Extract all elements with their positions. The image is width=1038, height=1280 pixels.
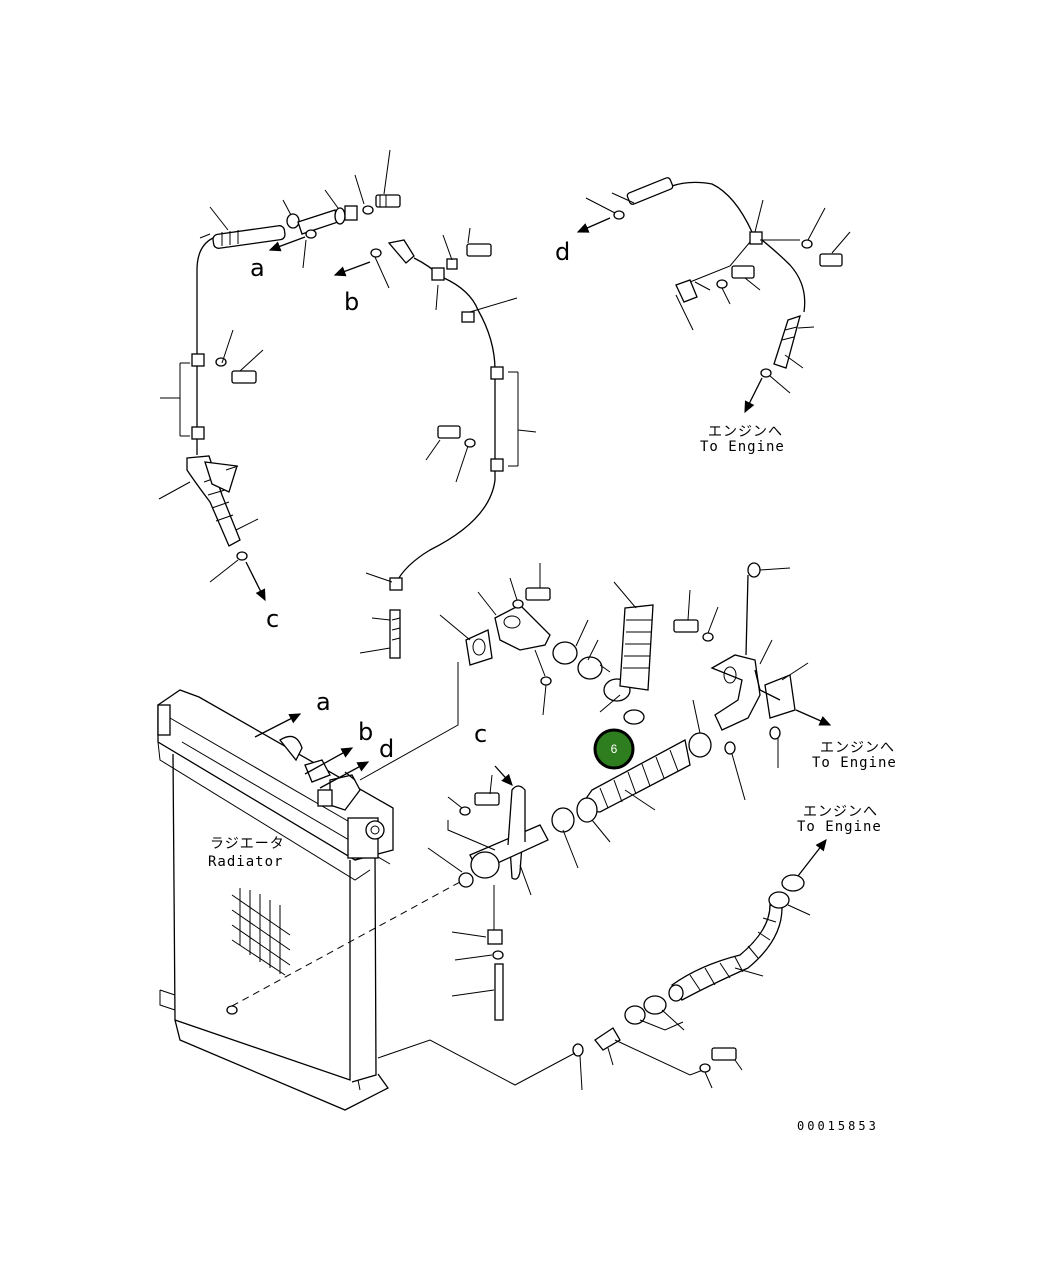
to-engine-en: To Engine — [700, 439, 785, 455]
ref-d-top: d — [555, 238, 570, 266]
to-engine-en: To Engine — [812, 755, 897, 771]
ref-b-radiator: b — [358, 718, 373, 746]
center-pipe-assembly — [359, 562, 832, 869]
ref-d-radiator: d — [379, 735, 394, 763]
lower-pipe-assembly — [231, 765, 827, 1091]
ref-a-radiator: a — [316, 688, 331, 716]
left-hose-assembly — [158, 149, 401, 602]
right-hose-assembly — [576, 177, 851, 414]
radiator — [157, 689, 394, 1111]
radiator-jp: ラジエータ — [210, 836, 285, 852]
ref-a-top: a — [250, 254, 265, 282]
ref-b-top: b — [344, 288, 359, 316]
to-engine-jp: エンジンへ — [708, 424, 783, 440]
to-engine-jp: エンジンへ — [820, 740, 895, 756]
to-engine-jp: エンジンへ — [803, 804, 878, 820]
note-to-engine-lower: エンジンへ To Engine — [797, 804, 882, 835]
note-to-engine-top: エンジンへ To Engine — [700, 424, 785, 455]
callout-number: 6 — [611, 742, 618, 756]
ref-c-left: c — [266, 605, 279, 633]
note-to-engine-mid: エンジンへ To Engine — [812, 740, 897, 771]
ref-c-pipe: c — [474, 720, 487, 748]
to-engine-en: To Engine — [797, 819, 882, 835]
middle-hose-assembly — [333, 227, 537, 659]
note-radiator: ラジエータ Radiator — [208, 836, 285, 870]
radiator-en: Radiator — [208, 854, 283, 870]
drawing-number: 00015853 — [797, 1119, 879, 1133]
callout-badge[interactable]: 6 — [593, 728, 635, 770]
